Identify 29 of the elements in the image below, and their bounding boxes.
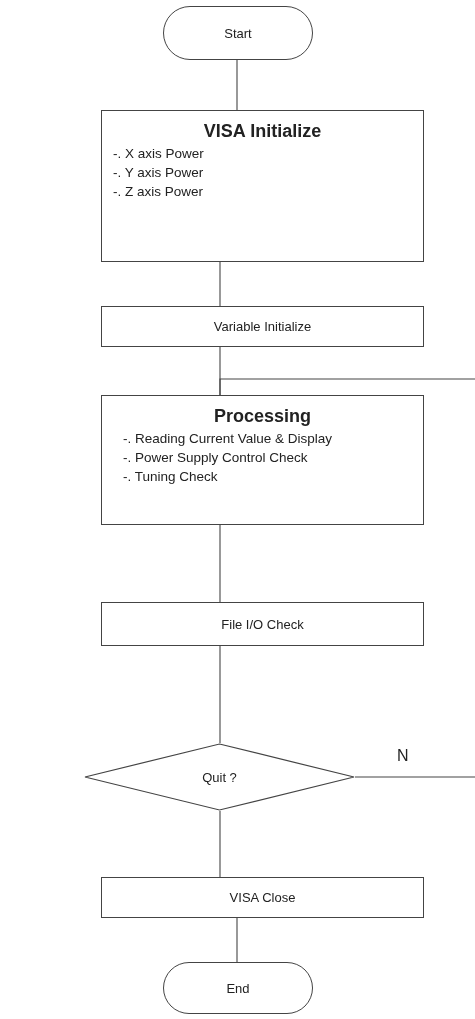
list-item: -. Power Supply Control Check [123, 449, 308, 467]
process-box [101, 110, 424, 262]
connector-line [219, 261, 221, 307]
box-heading: VISA Initialize [203, 121, 322, 142]
process-box [101, 602, 424, 646]
node-label: VISA Close [229, 890, 296, 905]
connector-line [354, 776, 475, 778]
process-box [101, 306, 424, 347]
connector-line [236, 917, 238, 963]
connector-line [236, 59, 238, 111]
process-box [101, 395, 424, 525]
list-item: -. Z axis Power [113, 183, 204, 201]
list-item: -. Reading Current Value & Display [123, 430, 333, 448]
node-label: Start [224, 25, 252, 41]
terminal-box [163, 6, 313, 60]
connector-line [219, 378, 475, 396]
node-label: End [226, 980, 250, 996]
connector-line [219, 645, 221, 744]
node-label: File I/O Check [221, 616, 304, 632]
box-heading: Processing [213, 406, 311, 427]
connector-line [219, 524, 221, 603]
terminal-box [163, 962, 313, 1014]
process-box [101, 877, 424, 918]
connector-line [219, 810, 221, 878]
list-item: -. Y axis Power [113, 164, 204, 182]
node-label: Variable Initialize [213, 319, 312, 334]
node-label: Quit ? [202, 769, 237, 785]
list-item: -. X axis Power [113, 145, 204, 163]
list-item: -. Tuning Check [123, 468, 218, 486]
